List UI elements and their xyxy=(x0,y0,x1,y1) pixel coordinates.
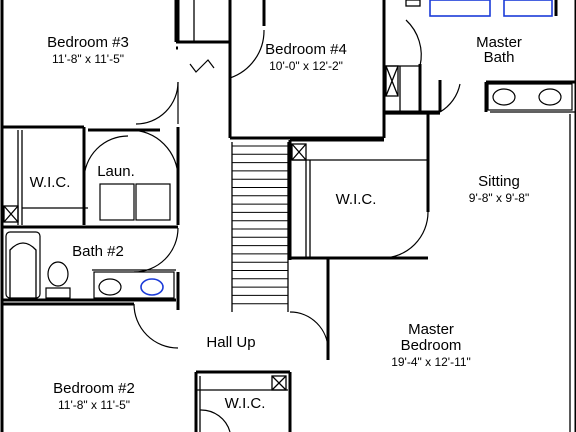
hall-name: Hall Up xyxy=(206,334,255,351)
sink-icon xyxy=(98,278,122,296)
sink-icon xyxy=(140,278,164,296)
bedroom2-size: 11'-8" x 11'-5" xyxy=(58,398,130,412)
bathtub xyxy=(5,231,41,299)
master-bedroom-name-line2: Bedroom xyxy=(401,337,462,354)
sitting-size: 9'-8" x 9'-8" xyxy=(469,191,529,205)
bedroom4-size: 10'-0" x 12'-2" xyxy=(269,59,343,73)
wic-center-name: W.I.C. xyxy=(336,191,377,208)
bathtub xyxy=(429,0,491,17)
master-bedroom-name-line1: Master xyxy=(408,321,454,338)
dryer-icon xyxy=(135,183,171,221)
room-labels: Bedroom #3 11'-8" x 11'-5" Bedroom #4 10… xyxy=(30,34,530,412)
bath2-name: Bath #2 xyxy=(72,243,124,260)
doors xyxy=(83,19,461,432)
sink-icon xyxy=(538,88,562,106)
laundry-name: Laun. xyxy=(97,163,135,180)
bedroom3-size: 11'-8" x 11'-5" xyxy=(52,52,124,66)
fixtures xyxy=(3,0,573,391)
master-bedroom-size: 19'-4" x 12'-11" xyxy=(391,355,471,369)
wic-left-name: W.I.C. xyxy=(30,174,71,191)
bedroom4-name: Bedroom #4 xyxy=(265,41,347,58)
wic-bottom-name: W.I.C. xyxy=(225,395,266,412)
sink-icon xyxy=(492,88,516,106)
toilet xyxy=(47,261,69,287)
master-bath-name-line2: Bath xyxy=(484,49,515,66)
master-bath-name-line1: Master xyxy=(476,34,522,51)
shower xyxy=(503,0,553,17)
bedroom3-name: Bedroom #3 xyxy=(47,34,129,51)
washer-icon xyxy=(99,183,135,221)
stairs xyxy=(232,145,288,305)
sitting-name: Sitting xyxy=(478,173,520,190)
bedroom2-name: Bedroom #2 xyxy=(53,380,135,397)
